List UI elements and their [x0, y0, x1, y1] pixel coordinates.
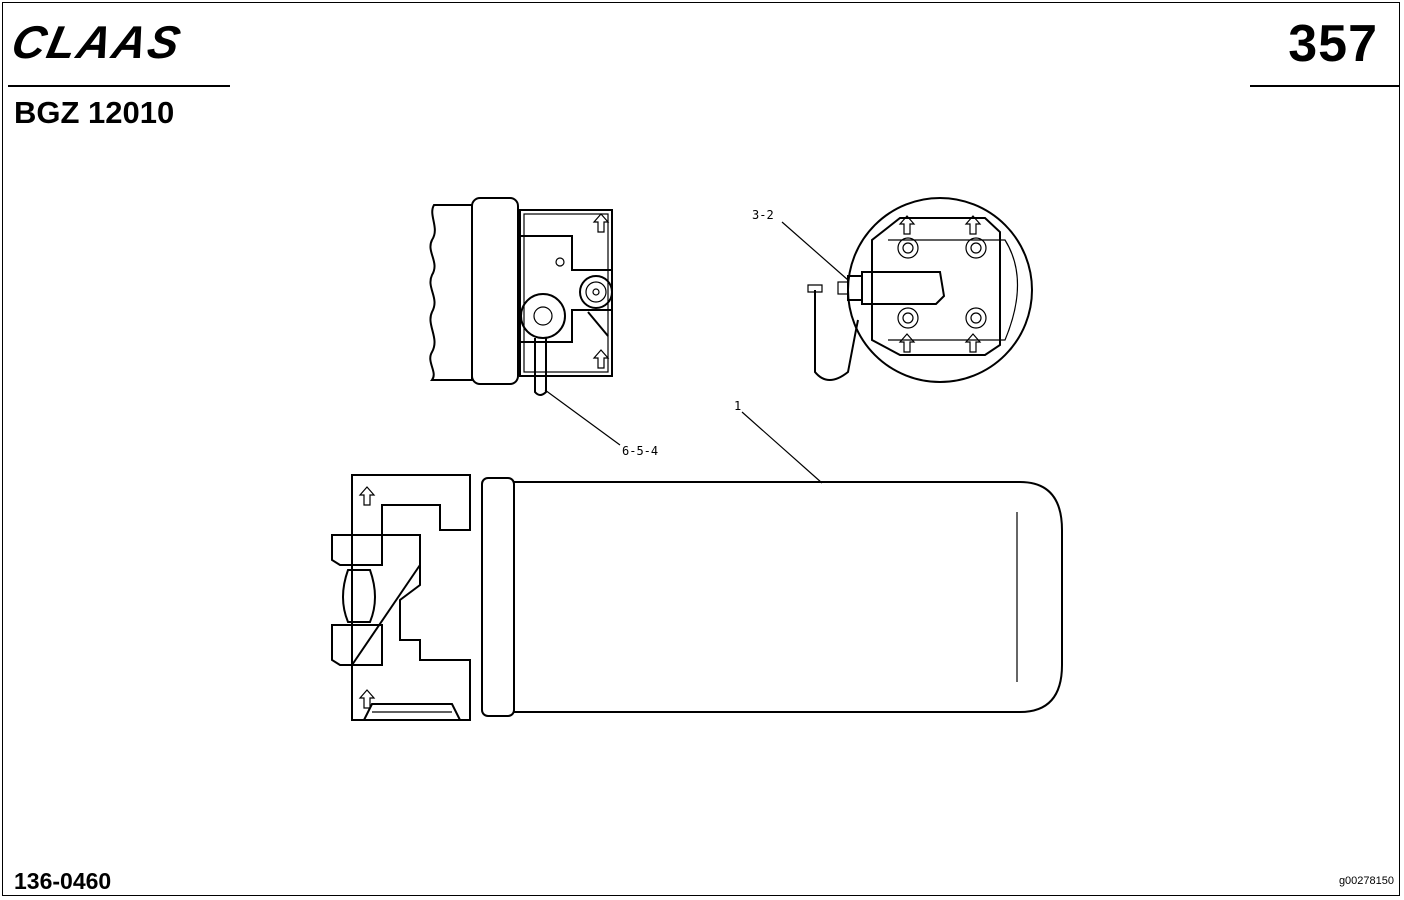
up-arrow-icon	[964, 333, 982, 353]
document-code: BGZ 12010	[14, 95, 175, 130]
svg-text:CLAAS: CLAAS	[10, 18, 187, 64]
up-arrow-icon	[592, 349, 610, 369]
up-arrow-icon	[964, 215, 982, 235]
part-number: 136-0460	[14, 868, 112, 894]
image-reference: g00278150	[1338, 875, 1394, 887]
callout-3-2: 3-2	[752, 208, 774, 222]
up-arrow-icon	[898, 215, 916, 235]
filter-end-view	[807, 197, 1033, 383]
filter-side-view	[429, 197, 613, 396]
callout-1: 1	[734, 399, 741, 413]
page-number: 357	[1288, 15, 1378, 73]
up-arrow-icon	[592, 213, 610, 233]
up-arrow-icon	[358, 689, 376, 709]
callout-6-5-4: 6-5-4	[622, 444, 658, 458]
filter-main-view	[331, 474, 1063, 721]
up-arrow-icon	[358, 486, 376, 506]
header-rule-left	[8, 85, 230, 87]
up-arrow-icon	[898, 333, 916, 353]
header-rule-right	[1250, 85, 1400, 87]
claas-logo: CLAAS	[10, 18, 187, 64]
